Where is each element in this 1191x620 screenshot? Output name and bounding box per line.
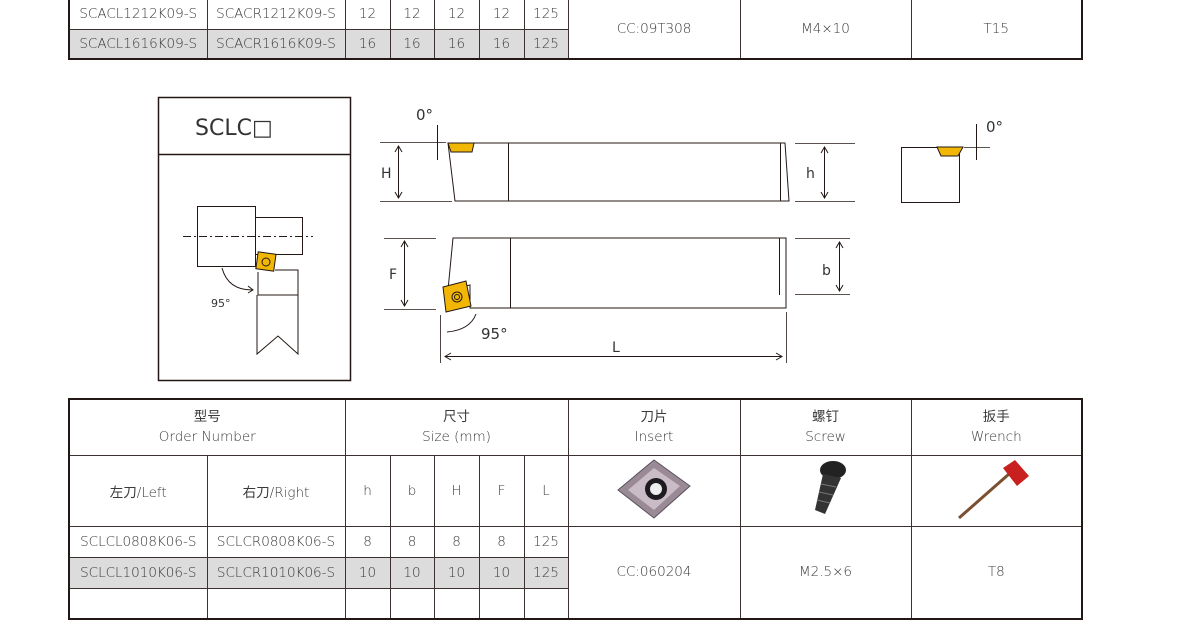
table-row: SCACL1616K09-S SCACR1616K09-S 16 16 16 1…	[68, 28, 1082, 60]
dim-F: 12	[478, 0, 525, 30]
dim-b-label: b	[822, 263, 831, 279]
dim-L: 125	[523, 0, 569, 30]
header-en: Insert	[634, 429, 674, 446]
screw-image	[739, 454, 912, 527]
header-en: Screw	[805, 429, 846, 446]
insert-icon	[255, 251, 277, 272]
dim-F-label: F	[389, 267, 397, 283]
dim-L: 125	[523, 28, 569, 60]
wrench-icon	[958, 459, 1030, 519]
table-row: SCACL1212K09-S SCACR1212K09-S 12 12 12 1…	[68, 0, 1083, 60]
header-row: 型号 Order Number 尺寸 Size (mm) 刀片 Insert 螺钉 Sc…	[68, 398, 1083, 456]
insert-icon	[442, 280, 472, 313]
dim-header: H	[433, 454, 480, 527]
dim-F: 10	[478, 556, 525, 589]
dim-H: 10	[433, 556, 480, 589]
angle-label: 95°	[481, 325, 508, 343]
left-model: SCLCL1010K06-S	[68, 556, 208, 589]
header-cn: 尺寸	[443, 409, 470, 426]
wrench-code: T8	[910, 525, 1083, 620]
wrench-image	[910, 454, 1083, 527]
left-model: SCACL1616K09-S	[68, 28, 208, 60]
left-header: 左刀/Left	[68, 454, 208, 527]
insert-icon	[617, 458, 691, 519]
right-model: SCLCR1010K06-S	[206, 556, 346, 589]
right-model: SCACR1616K09-S	[206, 28, 346, 60]
dim-b: 10	[389, 556, 435, 589]
sclc-spec-table: 型号 Order Number 尺寸 Size (mm) 刀片 Insert 螺钉 Sc…	[68, 398, 1083, 620]
zero-angle-label: 0°	[986, 118, 1003, 136]
header-cn: 刀片	[640, 409, 668, 426]
tool-diagram: SCLC□ 95° H 0° h F b 95° L 0°	[157, 96, 1003, 382]
insert-header: 刀片 Insert	[567, 398, 741, 456]
screw-code: M4×10	[739, 0, 912, 60]
dim-L: 125	[523, 556, 569, 589]
top-spec-table: SCACL1212K09-S SCACR1212K09-S 12 12 12 1…	[68, 0, 1083, 60]
right-model: SCLCR0808K06-S	[206, 525, 346, 558]
dim-h: 8	[344, 525, 391, 558]
header-cn: 螺钉	[812, 409, 839, 426]
left-model: SCLCL0808K06-S	[68, 525, 208, 558]
dim-h: 16	[344, 28, 391, 60]
zero-angle-label: 0°	[416, 106, 433, 124]
left-model: SCACL1212K09-S	[68, 0, 208, 30]
header-en: Order Number	[158, 429, 256, 446]
top-view: F b 95° L	[384, 237, 850, 363]
insert-image	[567, 454, 741, 527]
angle-label: 95°	[211, 297, 231, 310]
dim-F: 8	[478, 525, 525, 558]
subheader-row: 左刀/Left 右刀/Right h b H F L	[68, 454, 1083, 527]
screw-code: M2.5×6	[739, 525, 912, 620]
dim-L-label: L	[612, 340, 620, 356]
dim-H-label: H	[381, 166, 392, 182]
screw-header: 螺钉 Screw	[739, 398, 912, 456]
header-cn: 型号	[193, 409, 221, 426]
diagram-box: SCLC□ 95°	[157, 96, 352, 382]
dim-H: 8	[433, 525, 480, 558]
right-header: 右刀/Right	[206, 454, 346, 527]
dim-header: b	[389, 454, 435, 527]
header-cn: 扳手	[982, 409, 1010, 426]
order-number-header: 型号 Order Number	[68, 398, 346, 456]
wrench-code: T15	[910, 0, 1083, 60]
screw-icon	[814, 460, 846, 514]
dim-header: F	[478, 454, 525, 527]
size-header: 尺寸 Size (mm)	[344, 398, 569, 456]
insert-code: CC:060204	[567, 525, 741, 620]
diagram-title: SCLC□	[195, 116, 273, 141]
header-en: Wrench	[970, 429, 1022, 446]
front-view: 0°	[901, 118, 1003, 203]
table-row: SCLCL0808K06-S SCLCR0808K06-S 8 8 8 8 12…	[68, 525, 1083, 620]
dim-H: 16	[433, 28, 480, 60]
header-en: Size (mm)	[422, 429, 491, 446]
dim-h: 10	[344, 556, 391, 589]
dim-H: 12	[433, 0, 480, 30]
right-model: SCACR1212K09-S	[206, 0, 346, 30]
dim-L: 125	[523, 525, 569, 558]
dim-h-label: h	[806, 166, 815, 182]
dim-F: 16	[478, 28, 525, 60]
wrench-header: 扳手 Wrench	[910, 398, 1083, 456]
side-view: H 0° h	[380, 106, 855, 202]
dim-header: h	[344, 454, 391, 527]
dim-b: 8	[389, 525, 435, 558]
dim-b: 16	[389, 28, 435, 60]
dim-header: L	[523, 454, 569, 527]
